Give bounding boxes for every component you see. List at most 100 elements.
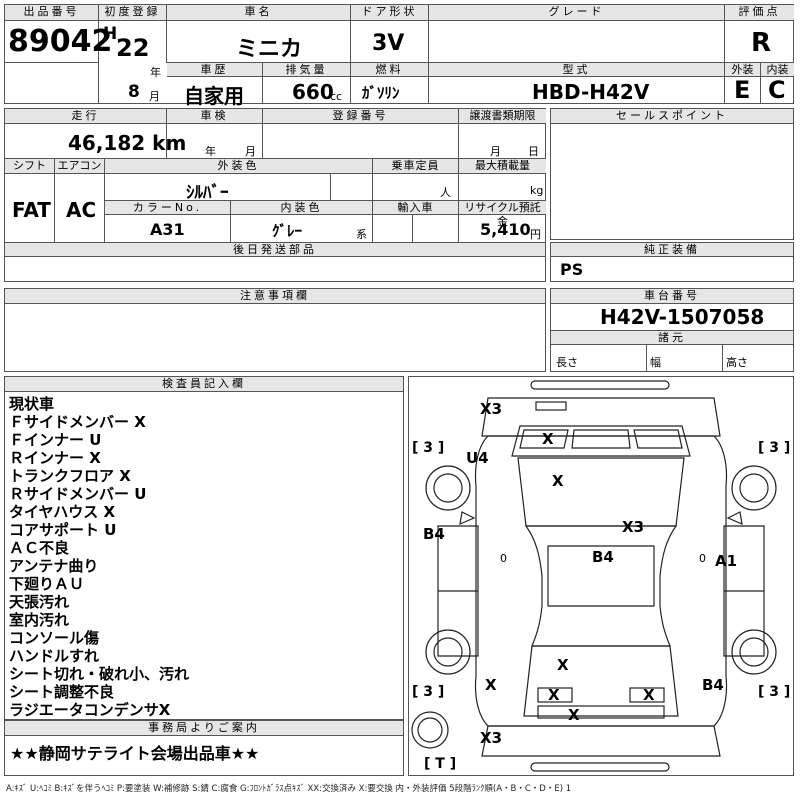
note-line: Ｆサイドメンバー X — [9, 413, 146, 431]
car-diagram — [411, 380, 777, 772]
shift-label: シフト — [5, 159, 54, 174]
int-color-suffix: 系 — [356, 228, 367, 241]
history-label: 車歴 — [167, 63, 262, 77]
note-line: ハンドルすれ — [9, 647, 100, 665]
tire-value: 3 — [769, 440, 780, 456]
fuel-value: ｶﾞｿﾘﾝ — [362, 84, 400, 102]
car-diagram-box — [408, 376, 794, 776]
transfer-month-unit: 月 — [490, 145, 501, 158]
legend: A:ｷｽﾞ U:ﾍｺﾐ B:ｷｽﾞを伴うﾍｺﾐ P:要塗装 W:補修跡 S:錆 … — [6, 784, 572, 794]
office-box — [4, 720, 404, 776]
damage-mark: A1 — [715, 552, 738, 570]
sale-points-box — [550, 108, 794, 240]
dimensions-label: 諸元 — [551, 331, 793, 345]
inspector-box — [4, 376, 404, 720]
note-line: 天張汚れ — [9, 593, 70, 611]
recycle-value: 5,410 — [480, 220, 531, 239]
caution-box — [4, 288, 546, 372]
sale-points-label: セールスポイント — [551, 109, 793, 124]
max-load-unit: kg — [530, 184, 544, 197]
grade-label: グレード — [429, 5, 724, 21]
tire-rating: [ 3 ] — [758, 684, 791, 700]
displacement-value: 660 — [292, 80, 334, 104]
model-label: 型式 — [429, 63, 724, 77]
chassis-number: H42V-1507058 — [600, 305, 765, 329]
mileage-label: 走行 — [5, 109, 166, 124]
office-label: 事務局よりご案内 — [5, 721, 403, 736]
insp-month-unit: 月 — [245, 145, 256, 158]
genuine-equipment-label: 純正装備 — [551, 243, 793, 257]
width-label: 幅 — [650, 356, 661, 369]
zero-mark: 0 — [699, 552, 706, 565]
damage-mark: X — [548, 686, 560, 704]
tire-value: 3 — [769, 684, 780, 700]
later-parts-label: 後日発送部品 — [5, 243, 545, 257]
damage-mark: X3 — [480, 400, 503, 418]
damage-mark: B4 — [423, 525, 445, 543]
era: H — [103, 24, 118, 44]
note-line: Ｒサイドメンバー U — [9, 485, 147, 503]
insp-year-unit: 年 — [205, 145, 216, 158]
damage-mark: X3 — [480, 729, 503, 747]
car-name: ミニカ — [236, 37, 303, 62]
chassis-label: 車台番号 — [551, 289, 793, 304]
model-value: HBD-H42V — [532, 80, 650, 104]
reg-no-label: 登録番号 — [263, 109, 458, 124]
recycle-label: リサイクル預託金 — [459, 201, 546, 228]
car-name-label: 車名 — [167, 5, 350, 21]
note-line: 室内汚れ — [9, 611, 70, 629]
inspection-label: 車検 — [167, 109, 262, 124]
note-line: シート調整不良 — [9, 683, 115, 701]
ac-value: AC — [66, 198, 97, 222]
displacement-label: 排気量 — [263, 63, 350, 77]
int-color-value: ｸﾞﾚｰ — [272, 222, 303, 240]
interior-grade: C — [768, 76, 786, 104]
transfer-label: 譲渡書類期限 — [459, 109, 546, 124]
damage-mark: X — [485, 676, 497, 694]
capacity-label: 乗車定員 — [373, 159, 458, 174]
year-unit: 年 — [150, 66, 161, 79]
damage-mark: X — [557, 656, 569, 674]
note-line: アンテナ曲り — [9, 557, 99, 575]
color-no-value: A31 — [150, 220, 185, 239]
exterior-label: 外装 — [725, 63, 760, 77]
length-label: 長さ — [556, 356, 578, 369]
displacement-unit: cc — [330, 90, 343, 103]
note-line: 下廻りＡＵ — [9, 575, 85, 593]
note-line: Ｆインナー U — [9, 431, 102, 449]
lot-number: 89042 — [8, 24, 113, 59]
damage-mark: X — [643, 686, 655, 704]
tire-rating: [ 3 ] — [758, 440, 791, 456]
note-line: コアサポート U — [9, 521, 117, 539]
damage-mark: X — [542, 430, 554, 448]
tire-rating: [ 3 ] — [412, 684, 445, 700]
max-load-label: 最大積載量 — [459, 159, 546, 174]
import-label: 輸入車 — [373, 201, 458, 215]
exterior-grade: E — [734, 76, 751, 104]
first-reg-year: 22 — [116, 34, 150, 62]
first-reg-label: 初度登録 — [99, 5, 166, 21]
note-line: シート切れ・破れ小、汚れ — [9, 665, 190, 683]
height-label: 高さ — [726, 356, 748, 369]
door-type: 3V — [372, 31, 405, 56]
month-unit: 月 — [149, 90, 160, 103]
note-line: トランクフロア X — [9, 467, 131, 485]
ext-color-label: 外装色 — [105, 159, 372, 174]
score-label: 評価点 — [725, 5, 794, 21]
damage-mark: B4 — [702, 676, 724, 694]
note-line: タイヤハウス X — [9, 503, 116, 521]
mileage-value: 46,182 km — [68, 131, 187, 155]
details-block — [4, 108, 546, 282]
shift-value: FAT — [12, 198, 51, 222]
fuel-label: 燃料 — [351, 63, 428, 77]
first-reg-month: 8 — [128, 82, 140, 102]
capacity-unit: 人 — [440, 186, 451, 199]
genuine-equipment-box — [550, 242, 794, 282]
caution-label: 注意事項欄 — [5, 289, 545, 304]
spare-tire-rating: [ T ] — [424, 756, 457, 772]
note-line: ＡＣ不良 — [9, 539, 70, 557]
tire-value: 3 — [423, 684, 434, 700]
note-line: Ｒインナー X — [9, 449, 101, 467]
recycle-unit: 円 — [530, 228, 541, 241]
damage-mark: U4 — [466, 449, 489, 467]
